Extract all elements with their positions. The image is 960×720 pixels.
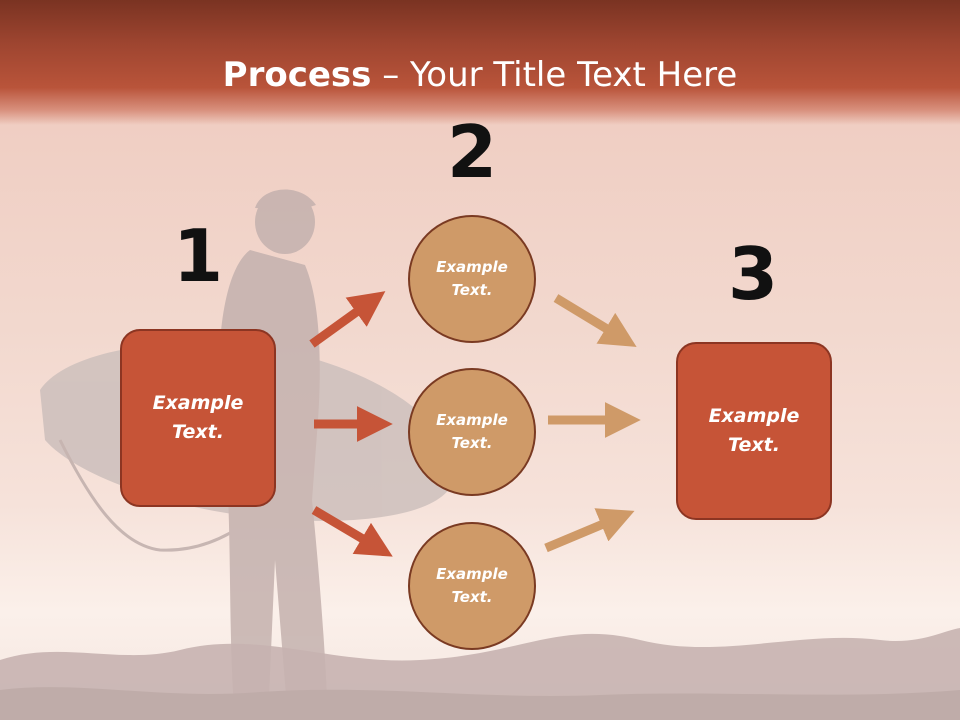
step-number-2: 2 [446,110,498,194]
step-number-3: 3 [727,232,779,316]
step-box-1-text: Example Text. [152,392,244,443]
circle-top[interactable]: Example Text. [408,215,536,343]
circle-bottom-text: Example Text. [436,565,508,606]
title-dash: – [371,55,411,95]
step-box-3-text: Example Text. [708,405,800,456]
slide-title: Process – Your Title Text Here [0,52,960,98]
title-rest: Your Title Text Here [410,55,738,95]
arrow-top-to-3 [553,294,637,347]
step-box-1[interactable]: Example Text. [120,329,276,507]
arrow-bottom-to-3 [544,508,635,553]
step-box-3[interactable]: Example Text. [676,342,832,520]
circle-bottom[interactable]: Example Text. [408,522,536,650]
circle-middle-text: Example Text. [436,411,508,452]
circle-top-text: Example Text. [436,258,508,299]
arrow-1-to-top [309,291,386,348]
arrow-1-to-bottom [311,506,393,557]
step-number-1: 1 [172,214,224,298]
circle-middle[interactable]: Example Text. [408,368,536,496]
title-bold: Process [222,55,372,95]
title-bar [0,0,960,125]
